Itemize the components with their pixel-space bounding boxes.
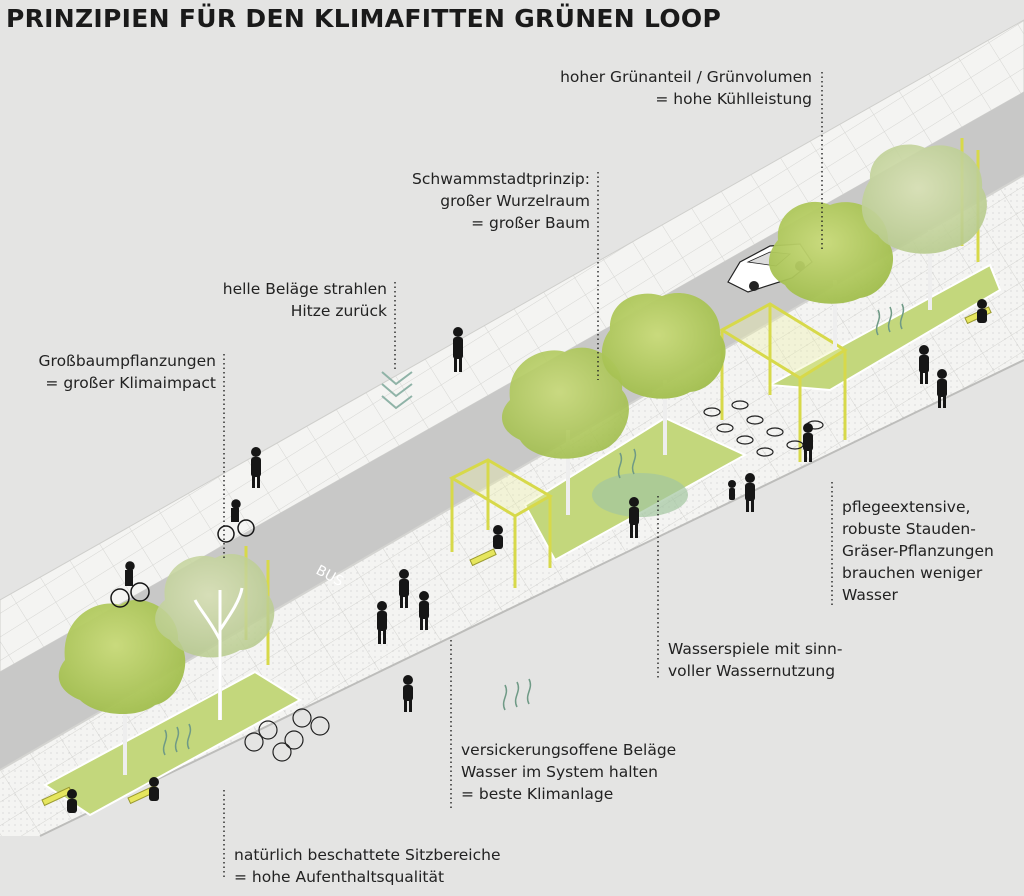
diagram-title: PRINZIPIEN FÜR DEN KLIMAFITTEN GRÜNEN LO… <box>6 4 722 33</box>
lawn-bed-3 <box>766 263 1002 392</box>
annotation-leaders <box>223 72 833 880</box>
annotation-gruenanteil: hoher Grünanteil / Grünvolumen = hohe Kü… <box>560 68 812 108</box>
annotation-helle-belaege: helle Beläge strahlen Hitze zurück <box>222 280 387 320</box>
water-feature <box>592 473 688 517</box>
parked-bikes <box>244 708 330 762</box>
heat-reflection-arrows <box>381 371 413 410</box>
growth-arrow <box>193 587 244 720</box>
annotation-sitzbereiche: natürlich beschattete Sitzbereiche = hoh… <box>234 846 501 886</box>
annotation-versickerung: versickerungsoffene Beläge Wasser im Sys… <box>461 741 677 803</box>
tree-3 <box>501 347 629 515</box>
annotation-schwammstadt: Schwammstadtprinzip: großer Wurzelraum =… <box>412 170 590 232</box>
pergola-small <box>448 458 554 588</box>
plaza-dots <box>0 175 1024 836</box>
tree-5 <box>768 201 894 350</box>
upper-sidewalk <box>0 19 1024 673</box>
annotation-pflegeextensive: pflegeextensive, robuste Stauden- Gräser… <box>842 498 994 604</box>
tree-1 <box>58 599 186 775</box>
tree-4 <box>601 292 726 455</box>
pergola-large <box>719 302 848 462</box>
annotation-grossbaum: Großbaumpflanzungen = großer Klimaimpact <box>38 352 216 392</box>
cooling-wave-arrows <box>162 303 905 756</box>
cyclists <box>110 499 255 608</box>
people <box>67 299 987 813</box>
tree-6 <box>861 144 987 310</box>
annotation-wasserspiele: Wasserspiele mit sinn- voller Wassernutz… <box>668 640 843 680</box>
